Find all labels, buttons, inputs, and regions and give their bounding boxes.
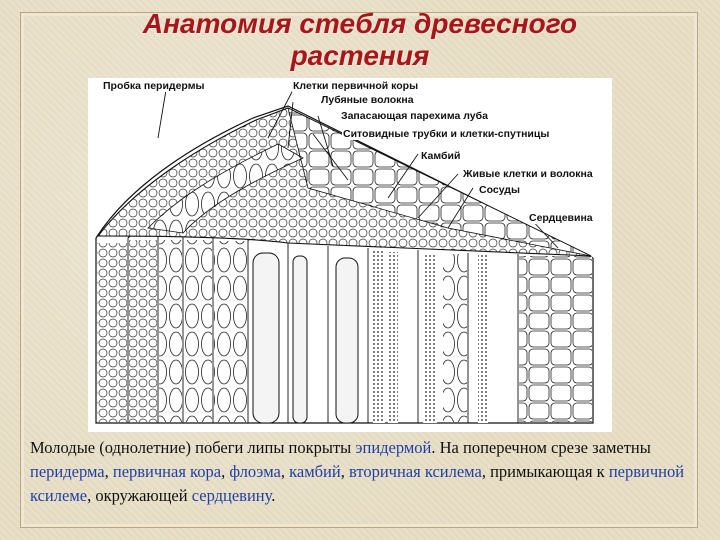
longitudinal-tissues — [127, 236, 559, 423]
slide-caption: Молодые (однолетние) побеги липы покрыты… — [30, 436, 695, 508]
caption-text: , окружающей — [87, 486, 192, 505]
label-sieve-tubes: Ситовидные трубки и клетки-спутницы — [342, 128, 551, 140]
stem-anatomy-illustration — [95, 89, 594, 424]
caption-text: . — [271, 486, 276, 505]
caption-term-primary-xylem: первичной ксилеме — [30, 462, 685, 505]
bast-parenchyma-tissue — [159, 240, 182, 422]
caption-term-pith: сердцевину — [191, 486, 272, 505]
slide-title-line1: Анатомия стебля древесного — [142, 8, 578, 39]
caption-term-secondary-xylem: вторичная ксилема — [348, 462, 482, 481]
caption-text: , — [221, 462, 230, 481]
label-living-cells-fibers: Живые клетки и волокна — [462, 168, 594, 180]
xylem-parenchyma — [443, 254, 467, 422]
caption-text: , примыкающая к — [481, 462, 609, 481]
label-pith: Сердцевина — [528, 212, 594, 224]
top-face-outline — [95, 105, 594, 259]
cambium-tissue — [214, 241, 247, 422]
label-peridermis-cork: Пробка перидермы — [102, 80, 206, 92]
caption-term-phloem: флоэма — [229, 462, 281, 481]
label-cambium: Камбий — [420, 150, 462, 162]
caption-text: , — [280, 462, 290, 481]
caption-term-epidermis: эпидермой — [355, 438, 432, 457]
caption-term-primary-cortex: первичная кора — [112, 462, 222, 481]
caption-text: , — [340, 462, 349, 481]
cork-tissue — [97, 243, 127, 422]
label-bast-fibers: Лубяные волокна — [320, 94, 415, 106]
label-bast-storage-parenchyma: Запасающая парехима луба — [340, 110, 489, 122]
caption-term-periderm: перидерма — [30, 462, 105, 481]
caption-text: Молодые (однолетние) побеги липы покрыты — [30, 438, 356, 457]
caption-text: . На поперечном срезе заметны — [431, 438, 651, 457]
label-primary-cortex-cells: Клетки первичной коры — [292, 80, 420, 92]
fiber-strips — [373, 250, 488, 423]
sieve-tube-tissue — [184, 240, 212, 422]
cortex-tissue — [129, 240, 157, 422]
slide-title: Анатомия стебля древесного растения — [60, 8, 660, 72]
slide-frame — [20, 12, 698, 528]
stem-anatomy-figure: Пробка перидермы Клетки первичной коры Л… — [88, 78, 612, 432]
pith-tissue — [519, 256, 592, 422]
slide-title-line2: растения — [290, 40, 430, 71]
label-vessels: Сосуды — [478, 184, 521, 196]
caption-text: , — [104, 462, 113, 481]
vessel-elements — [252, 252, 359, 424]
caption-term-cambium: камбий — [289, 462, 341, 481]
